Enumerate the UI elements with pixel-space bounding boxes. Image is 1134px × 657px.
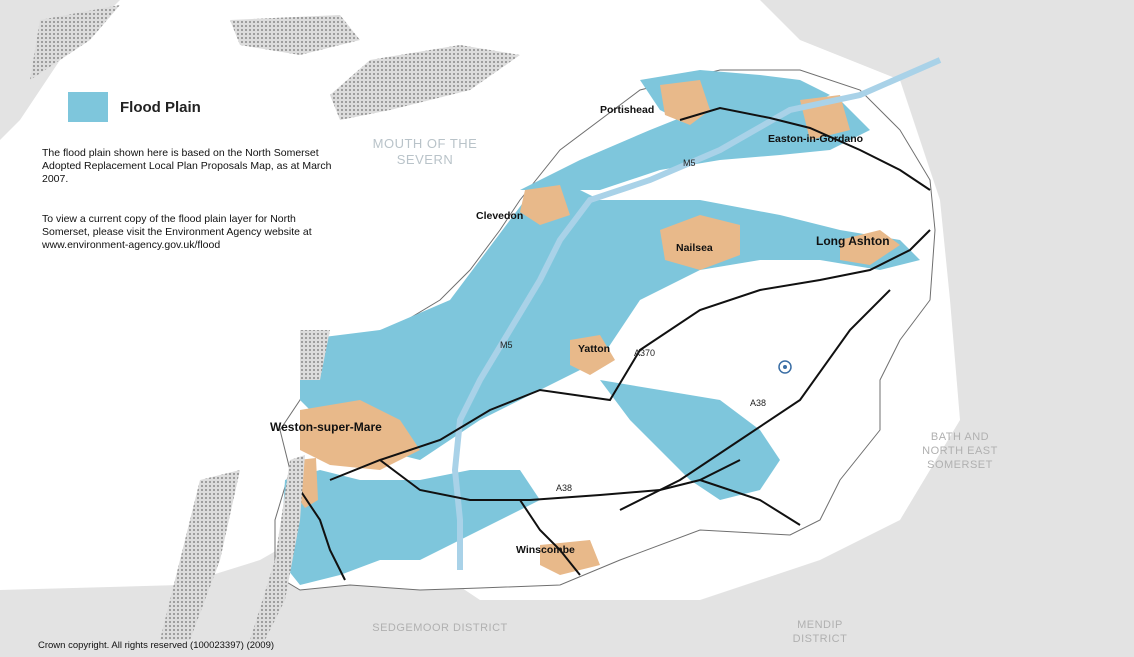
road-label-a38-south: A38 [556,483,573,493]
place-portishead[interactable]: Portishead [600,104,655,116]
district-mendip: MENDIP DISTRICT [792,619,848,645]
road-label-m5-south: M5 [500,340,513,350]
legend-label: Flood Plain [120,98,201,116]
urban-area-yatton [570,335,615,375]
coastal-dunes [160,470,240,640]
welsh-coast [0,0,120,140]
legend: Flood Plain [68,92,201,122]
coastal-dunes [300,330,330,380]
road [699,479,801,526]
road [379,459,741,501]
place-yatton[interactable]: Yatton [578,343,611,355]
road [619,289,891,511]
flood-plain-area [280,470,540,585]
place-clevedon[interactable]: Clevedon [476,210,524,222]
place-long-ashton[interactable]: Long Ashton [816,234,890,248]
road [679,106,931,191]
place-weston-super-mare[interactable]: Weston-super-Mare [270,420,382,434]
station-icon [778,360,792,374]
sandbank [330,45,520,120]
place-easton-in-gordano[interactable]: Easton-in-Gordano [768,133,864,145]
note-paragraph-1: The flood plain shown here is based on t… [42,147,332,185]
flood-plain-area [600,380,780,500]
road-label-a38: A38 [750,398,767,408]
coastal-dunes [250,455,305,640]
place-winscombe[interactable]: Winscombe [516,544,575,556]
copyright-notice: Crown copyright. All rights reserved (10… [38,640,275,651]
sandbank [30,5,120,80]
road [299,489,346,581]
urban-area-clevedon [520,185,570,225]
note-paragraph-2: To view a current copy of the flood plai… [42,213,312,251]
m5-motorway [451,57,942,570]
sandbank [230,15,360,55]
district-sedgemoor: SEDGEMOOR DISTRICT [372,622,508,634]
urban-area-nailsea [660,215,740,270]
sea-label: MOUTH OF THE SEVERN [372,136,478,167]
road [519,499,581,576]
road-label-a370: A370 [634,348,656,358]
district-bath: BATH AND NORTH EAST SOMERSET [922,431,998,471]
flood-plain-area [300,180,920,460]
urban-area-long-ashton [840,230,900,265]
urban-area-winscombe [540,540,600,575]
road [329,229,931,481]
urban-area-weston [300,400,420,470]
flood-plain-swatch [68,92,108,122]
place-nailsea[interactable]: Nailsea [676,242,713,254]
road-label-m5-north: M5 [683,158,696,168]
